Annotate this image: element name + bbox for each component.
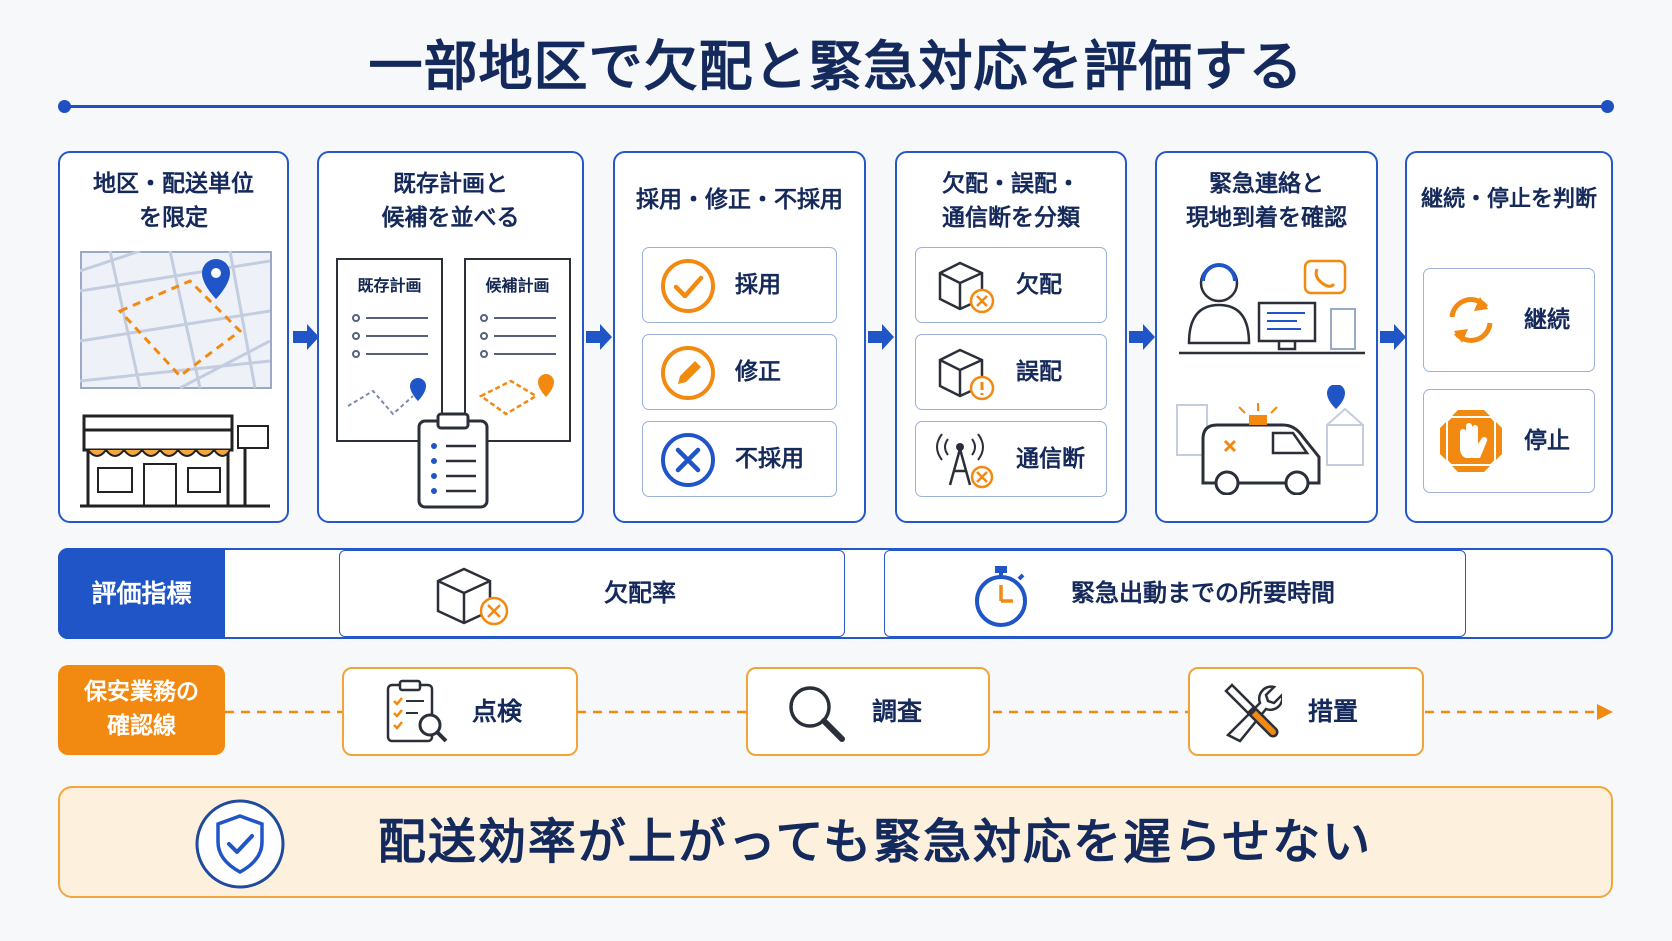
option-continue: 継続 xyxy=(1423,268,1595,372)
flow-arrow-icon xyxy=(1380,324,1406,350)
category-misdelivery: 誤配 xyxy=(915,334,1107,410)
metric-label: 欠配率 xyxy=(604,579,676,607)
step-heading-line1: 既存計画と xyxy=(393,171,508,197)
pencil-circle-icon xyxy=(661,346,715,400)
key-message-banner xyxy=(58,786,1613,898)
security-line-tag-line1: 保安業務の xyxy=(84,679,199,705)
plan-route-icon xyxy=(347,314,428,416)
flow-arrow-icon xyxy=(1129,324,1155,350)
stop-hand-icon xyxy=(1440,410,1502,472)
step-heading: 継続・停止を判断 xyxy=(1420,187,1597,212)
security-line-tag-line2: 確認線 xyxy=(107,713,176,739)
step-panel-decision: 採用・修正・不採用 採用 修正 不採用 xyxy=(613,151,866,523)
category-label: 欠配 xyxy=(1016,272,1062,298)
step-heading-line1: 緊急連絡と xyxy=(1209,171,1324,197)
metric-missed-rate: 欠配率 xyxy=(339,550,845,637)
tools-icon xyxy=(1224,683,1282,743)
option-reject: 不採用 xyxy=(642,421,837,497)
metric-label: 緊急出動までの所要時間 xyxy=(1071,579,1335,607)
step-panel-classify: 欠配・誤配・ 通信断を分類 欠配 誤配 通信断 xyxy=(895,151,1127,523)
step-panel-emergency: 緊急連絡と 現地到着を確認 xyxy=(1155,151,1378,523)
check-circle-icon xyxy=(661,259,715,313)
operator-icon xyxy=(1179,259,1365,355)
antenna-x-icon xyxy=(936,433,994,489)
x-circle-icon xyxy=(661,433,715,487)
category-comm-loss: 通信断 xyxy=(915,421,1107,497)
step-heading: 欠配・誤配・ 通信断を分類 xyxy=(897,167,1125,235)
magnifier-icon xyxy=(789,686,845,742)
step-panel-judge: 継続・停止を判断 継続 停止 xyxy=(1405,151,1613,523)
step-heading-line1: 欠配・誤配・ xyxy=(942,171,1080,197)
security-step-action: 措置 xyxy=(1188,667,1424,756)
page-title: 一部地区で欠配と緊急対応を評価する xyxy=(368,35,1304,98)
security-step-label: 点検 xyxy=(472,697,523,726)
step-heading-line1: 地区・配送単位 xyxy=(93,171,254,197)
option-label: 不採用 xyxy=(735,446,804,472)
candidate-plan-doc: 候補計画 xyxy=(464,258,571,442)
refresh-icon xyxy=(1449,297,1493,343)
step-heading: 地区・配送単位 を限定 xyxy=(60,167,287,235)
option-label: 採用 xyxy=(735,272,781,298)
map-pin-icon xyxy=(202,259,230,299)
step-heading: 既存計画と 候補を並べる xyxy=(319,167,582,235)
option-label: 停止 xyxy=(1524,428,1570,454)
district-map-icon xyxy=(80,251,272,390)
package-x-icon xyxy=(436,567,509,626)
security-step-label: 措置 xyxy=(1308,697,1359,726)
key-message-text: 配送効率が上がっても緊急対応を遅らせない xyxy=(377,814,1373,870)
package-x-icon xyxy=(938,261,995,314)
plan-route-icon xyxy=(478,314,556,416)
security-step-label: 調査 xyxy=(872,697,923,726)
metric-dispatch-time: 緊急出動までの所要時間 xyxy=(884,550,1466,637)
step-heading-line2: を限定 xyxy=(139,205,208,231)
option-stop: 停止 xyxy=(1423,389,1595,493)
flow-arrow-icon xyxy=(586,324,612,350)
metrics-tag: 評価指標 xyxy=(58,548,225,639)
security-line-tag: 保安業務の 確認線 xyxy=(58,665,225,755)
clipboard-icon xyxy=(417,412,489,509)
step-panel-compare: 既存計画と 候補を並べる 既存計画 候補計画 xyxy=(317,151,584,523)
step-heading-line2: 現地到着を確認 xyxy=(1186,205,1347,231)
option-adopt: 採用 xyxy=(642,247,837,323)
category-label: 誤配 xyxy=(1016,359,1062,385)
existing-plan-doc: 既存計画 xyxy=(336,258,443,442)
step-heading-line2: 通信断を分類 xyxy=(942,205,1080,231)
category-missed-delivery: 欠配 xyxy=(915,247,1107,323)
title-divider xyxy=(58,100,1614,113)
security-step-investigation: 調査 xyxy=(746,667,990,756)
package-alert-icon xyxy=(938,348,995,401)
storefront-icon xyxy=(80,414,270,508)
category-label: 通信断 xyxy=(1016,446,1085,472)
step-heading: 緊急連絡と 現地到着を確認 xyxy=(1157,167,1376,235)
step-heading: 採用・修正・不採用 xyxy=(636,187,843,213)
step-heading-line2: 候補を並べる xyxy=(381,205,520,231)
security-step-inspection: 点検 xyxy=(342,667,578,756)
shield-check-icon xyxy=(195,799,285,889)
flow-arrow-icon xyxy=(868,324,894,350)
option-label: 修正 xyxy=(735,359,781,385)
existing-plan-label: 既存計画 xyxy=(357,276,422,295)
flow-arrow-icon xyxy=(293,324,319,350)
option-label: 継続 xyxy=(1524,307,1570,333)
step-panel-district: 地区・配送単位 を限定 xyxy=(58,151,289,523)
stopwatch-icon xyxy=(975,566,1027,627)
checklist-search-icon xyxy=(386,679,448,743)
emergency-van-icon xyxy=(1176,385,1364,495)
option-revise: 修正 xyxy=(642,334,837,410)
candidate-plan-label: 候補計画 xyxy=(485,276,550,295)
